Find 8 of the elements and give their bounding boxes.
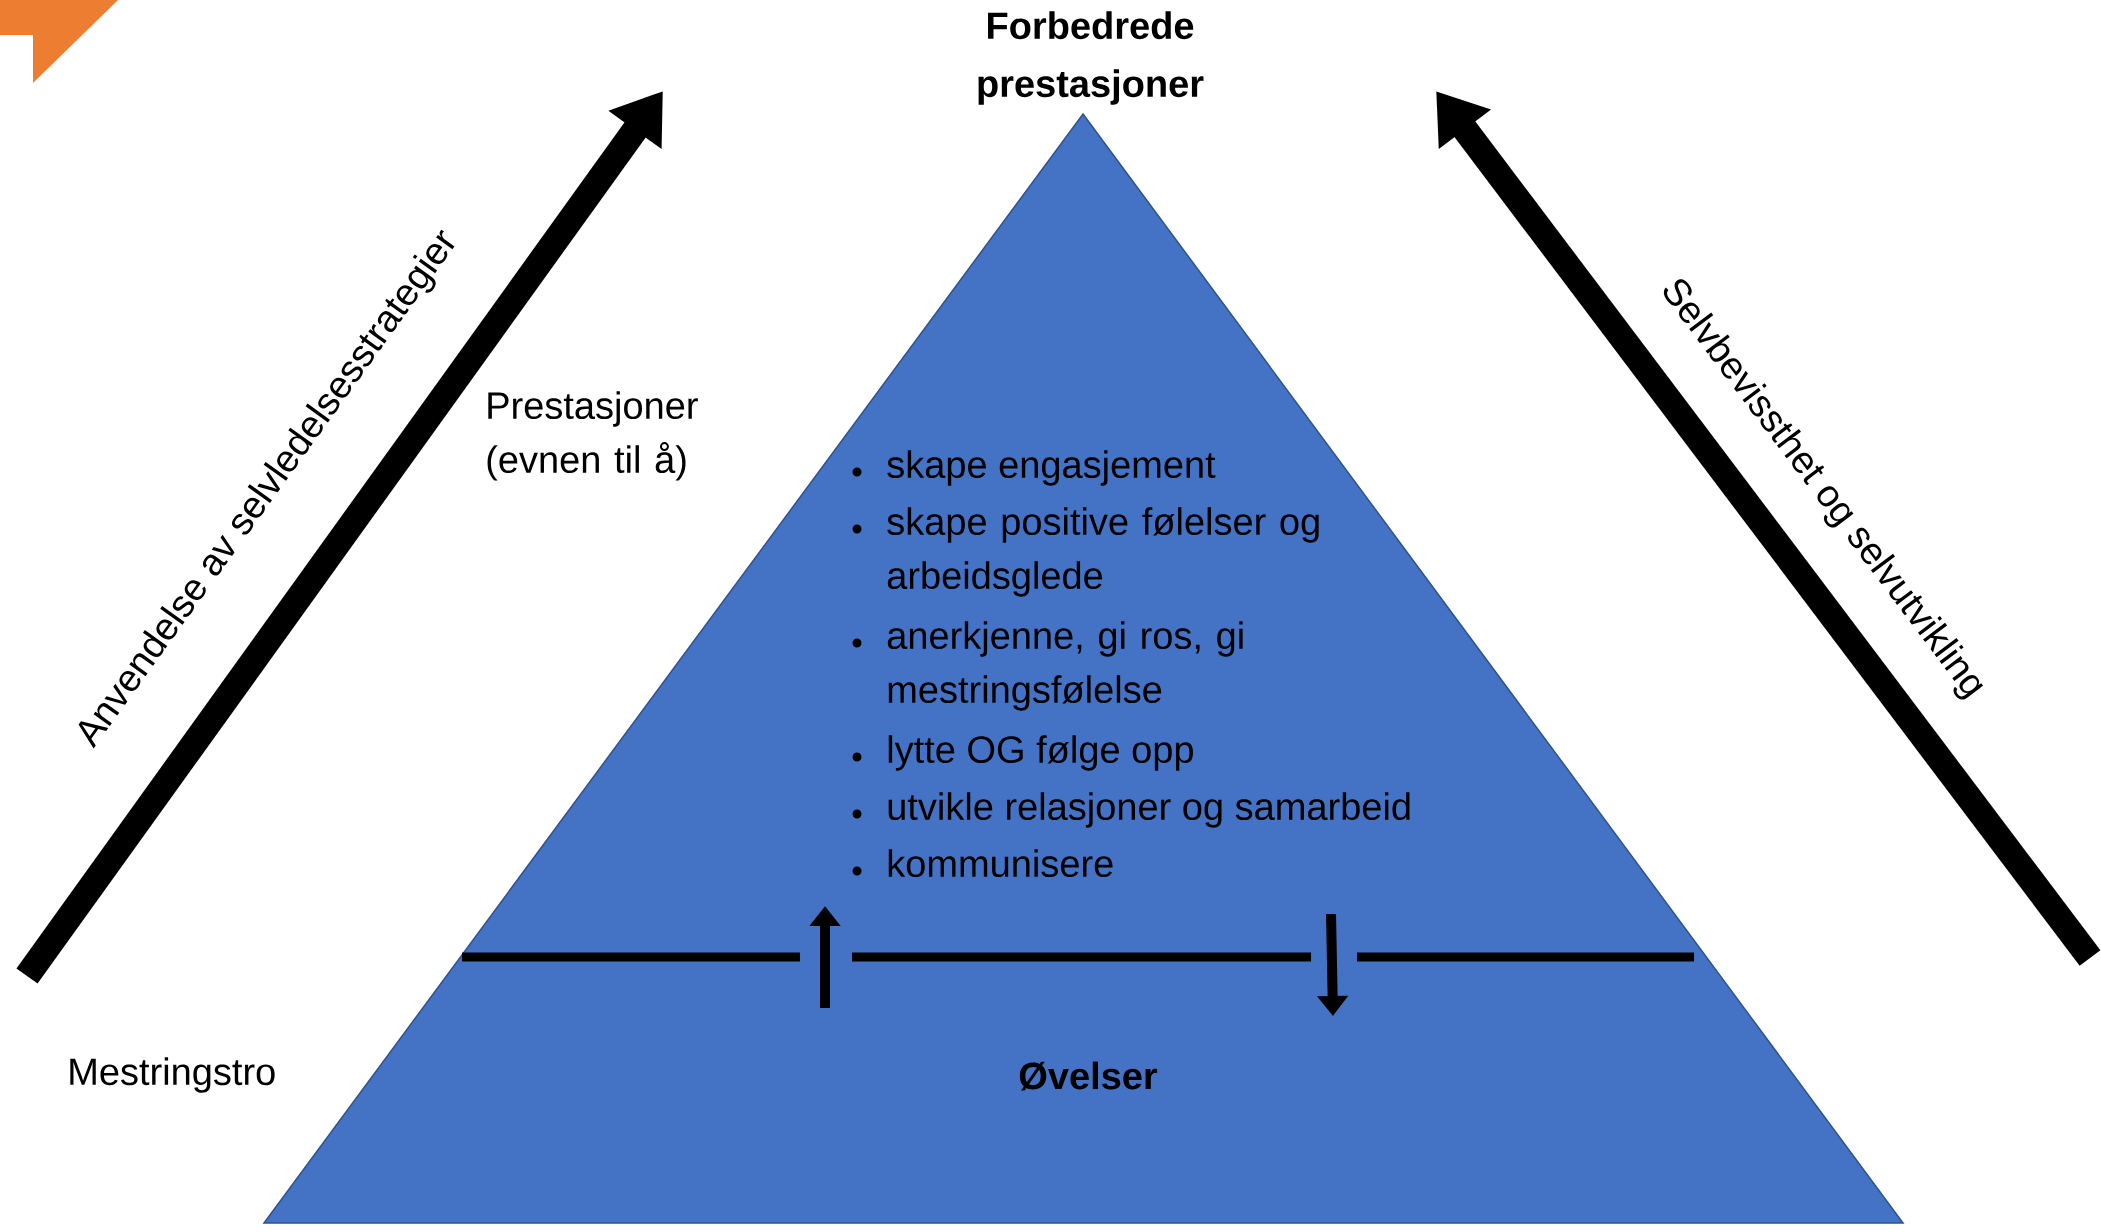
bullet-item: skape engasjement xyxy=(852,450,1216,486)
bottom-label: Øvelser xyxy=(1019,1061,1158,1091)
side-label: Mestringstro xyxy=(70,1057,275,1093)
bullet-item: lytte OG følge opp xyxy=(852,735,1193,771)
side-label: Prestasjoner (evnen til å) xyxy=(487,391,698,481)
heading: Forbedrede prestasjoner xyxy=(978,11,1204,105)
bullet-item: utvikle relasjoner og samarbeid xyxy=(852,792,1410,828)
bullet-item: kommunisere xyxy=(852,849,1113,878)
